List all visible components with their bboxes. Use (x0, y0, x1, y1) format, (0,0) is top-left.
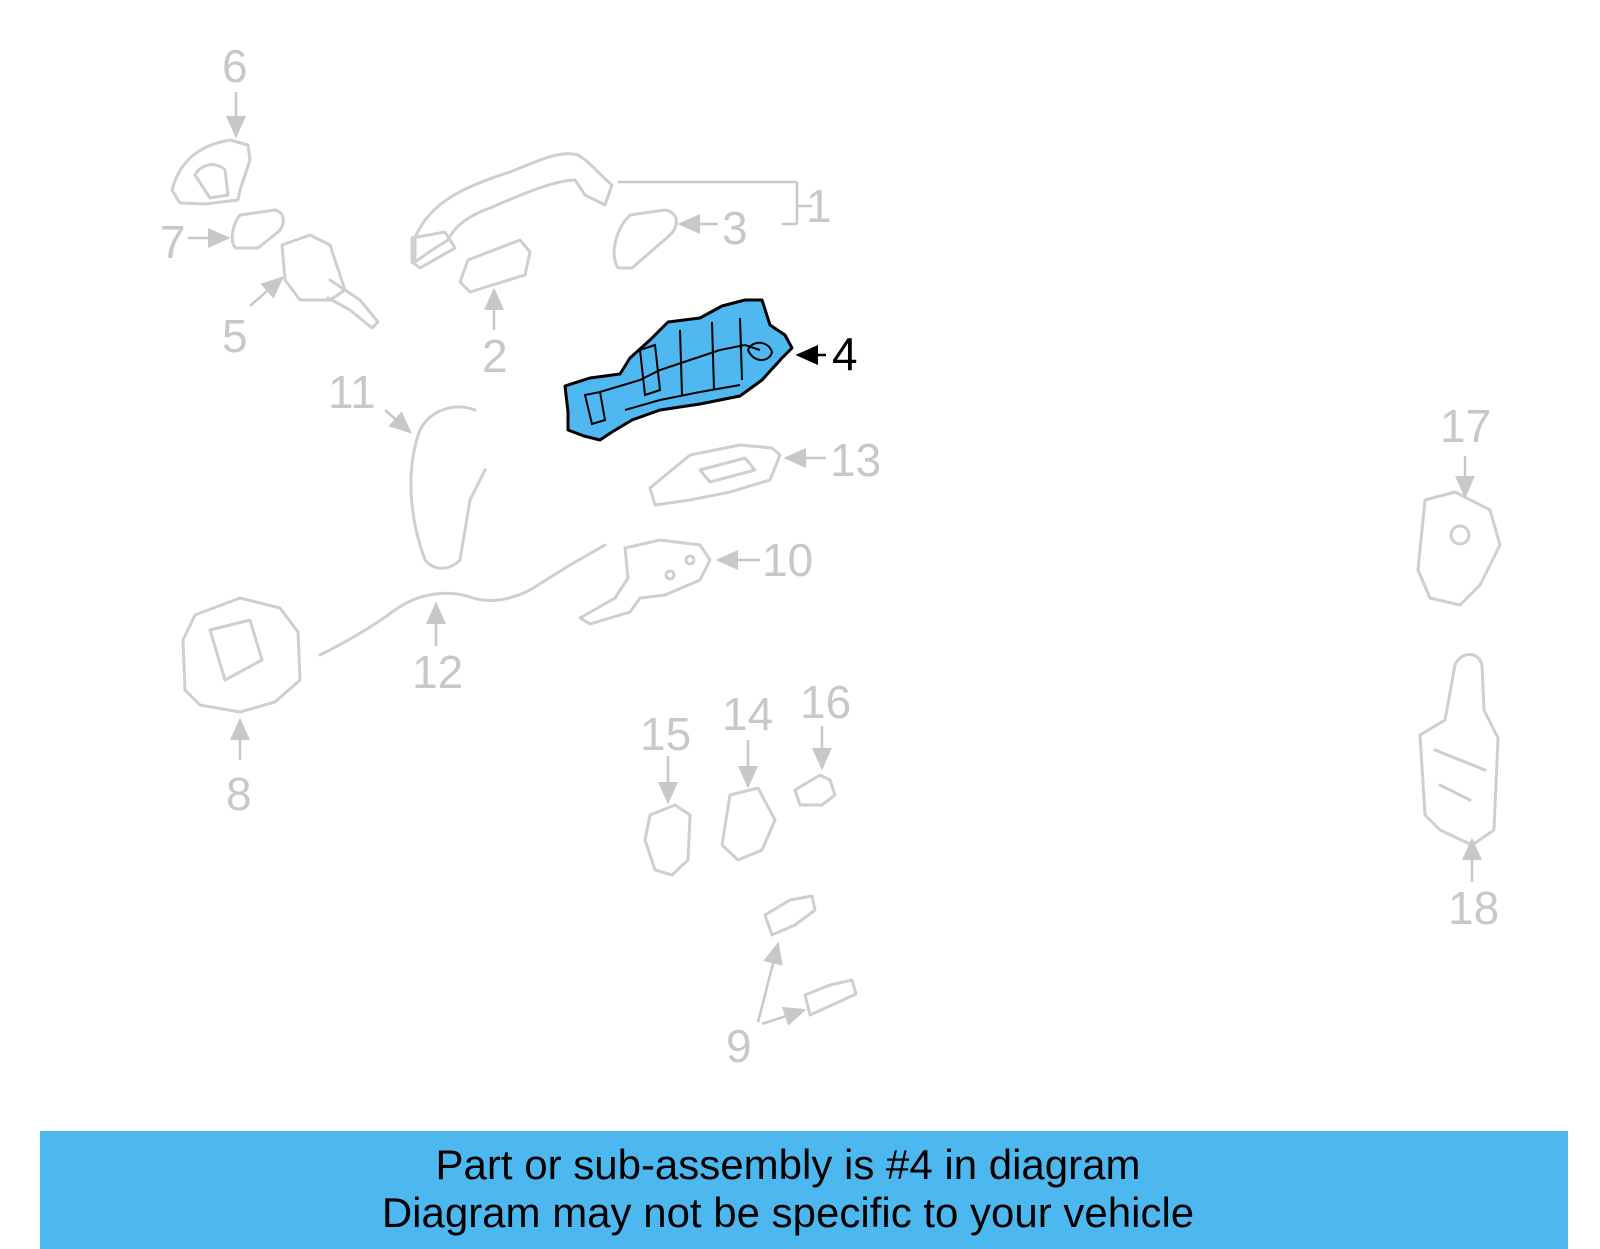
part-10-bracket (578, 538, 712, 626)
callout-4: 4 (832, 328, 858, 380)
leader-9a (756, 941, 783, 1023)
part-2-handle-pad (458, 238, 532, 294)
part-5-lock-cylinder (280, 233, 380, 330)
callout-18: 18 (1448, 882, 1499, 934)
part-7-cover (230, 208, 285, 250)
callout-5: 5 (222, 310, 248, 362)
part-3-gasket (612, 208, 678, 270)
part-4-handle-frame (563, 298, 794, 442)
part-9-bolts (763, 894, 858, 1017)
leader-5 (249, 276, 284, 307)
part-17-hinge (1416, 490, 1502, 607)
banner-line-1: Part or sub-assembly is #4 in diagram (435, 1141, 1141, 1188)
parts-diagram: 6 7 5 1 3 2 4 11 13 (160, 40, 1502, 1072)
part-14-striker-plate (720, 786, 777, 862)
part-11-cable (409, 405, 487, 570)
callout-3: 3 (722, 202, 748, 254)
callout-12: 12 (412, 646, 463, 698)
callout-15: 15 (640, 708, 691, 760)
part-18-striker (1418, 653, 1500, 847)
callout-6: 6 (222, 40, 248, 92)
callout-16: 16 (800, 676, 851, 728)
callout-7: 7 (160, 216, 186, 268)
callout-8: 8 (226, 768, 252, 820)
part-12-cable-assembly (318, 543, 607, 657)
banner-line-2: Diagram may not be specific to your vehi… (381, 1189, 1195, 1236)
callout-13: 13 (830, 434, 881, 486)
callout-2: 2 (482, 330, 508, 382)
leader-11 (384, 409, 412, 434)
part-6-handle-cap (170, 138, 252, 206)
callout-1: 1 (806, 180, 832, 232)
info-banner: Part or sub-assembly is #4 in diagram Di… (40, 1131, 1568, 1249)
part-13-inside-handle (648, 443, 782, 507)
leader-9b (761, 1006, 807, 1026)
callout-10: 10 (762, 534, 813, 586)
callout-17: 17 (1440, 400, 1491, 452)
part-15-pad (643, 803, 692, 877)
part-1-outside-handle (410, 152, 614, 270)
callout-11: 11 (328, 366, 376, 418)
callout-14: 14 (722, 688, 773, 740)
callout-9: 9 (726, 1020, 752, 1072)
part-16-bolt (793, 773, 837, 807)
part-8-latch (181, 596, 302, 714)
